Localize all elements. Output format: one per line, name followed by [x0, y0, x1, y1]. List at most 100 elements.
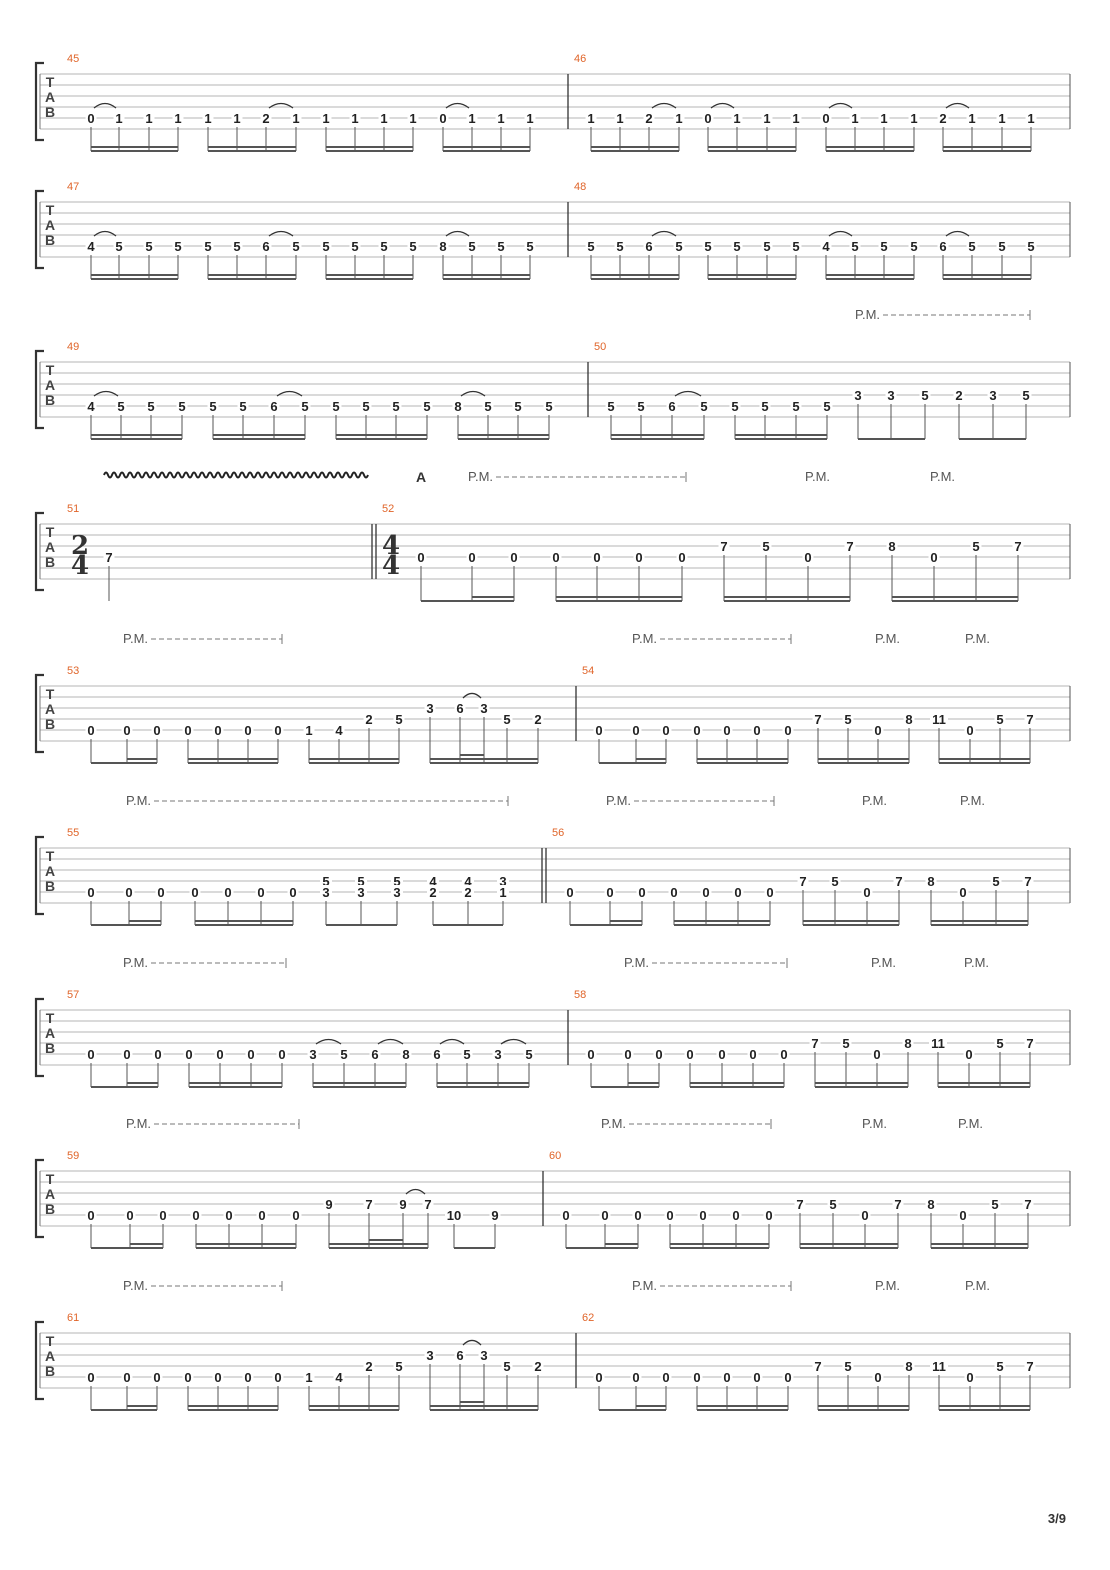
fret-mask	[820, 111, 832, 124]
fret-mask	[85, 885, 97, 898]
fret-mask	[691, 1370, 703, 1383]
fret-mask	[673, 111, 685, 124]
fret-number: 5	[844, 712, 851, 727]
fret-number: 7	[1024, 874, 1031, 889]
fret-number: 7	[799, 874, 806, 889]
palm-mute-label: P.M.	[965, 1278, 990, 1293]
fret-number: 5	[844, 1359, 851, 1374]
fret-mask	[721, 723, 733, 736]
fret-number: 5	[463, 1047, 470, 1062]
fret-mask	[478, 701, 490, 714]
fret-mask	[462, 874, 474, 887]
fret-number: 5	[792, 239, 799, 254]
fret-mask	[809, 1036, 821, 1049]
fret-number: 2	[534, 1359, 541, 1374]
fret-mask	[782, 723, 794, 736]
fret-mask	[152, 1047, 164, 1060]
fret-mask	[176, 399, 188, 412]
fret-mask	[85, 1370, 97, 1383]
fret-mask	[872, 723, 884, 736]
fret-number: 7	[720, 539, 727, 554]
tab-clef-letter: B	[45, 716, 55, 732]
fret-mask	[989, 1197, 1001, 1210]
fret-number: 5	[392, 399, 399, 414]
measure-number: 55	[67, 827, 79, 839]
fret-mask	[393, 712, 405, 725]
tie-arc	[500, 1038, 527, 1045]
fret-number: 5	[423, 399, 430, 414]
fret-number: 5	[998, 239, 1005, 254]
fret-number: 6	[270, 399, 277, 414]
tab-clef-letter: T	[46, 1010, 55, 1026]
tie-arc	[268, 230, 294, 237]
fret-mask	[937, 111, 949, 124]
fret-mask	[996, 239, 1008, 252]
fret-mask	[790, 399, 802, 412]
fret-mask	[1025, 239, 1037, 252]
fret-number: 7	[1026, 1036, 1033, 1051]
fret-number: 5	[233, 239, 240, 254]
fret-mask	[1012, 539, 1024, 552]
fret-mask	[849, 111, 861, 124]
fret-number: 5	[704, 239, 711, 254]
fret-mask	[751, 723, 763, 736]
fret-mask	[1020, 388, 1032, 401]
fret-number: 5	[174, 239, 181, 254]
fret-number: 9	[325, 1197, 332, 1212]
tie-arc	[268, 102, 294, 109]
fret-mask	[730, 1208, 742, 1221]
fret-mask	[121, 1370, 133, 1383]
fret-mask	[495, 239, 507, 252]
fret-mask	[242, 723, 254, 736]
fret-mask	[908, 111, 920, 124]
measure-number: 47	[67, 181, 79, 193]
system-bracket	[34, 835, 44, 916]
fret-mask	[431, 1047, 443, 1060]
fret-mask	[355, 874, 367, 887]
fret-number: 7	[846, 539, 853, 554]
fret-mask	[363, 1359, 375, 1372]
fret-mask	[605, 399, 617, 412]
fret-mask	[861, 885, 873, 898]
fret-mask	[532, 712, 544, 725]
fret-mask	[360, 399, 372, 412]
tie-arc	[945, 230, 970, 237]
section-marker: A	[416, 469, 426, 485]
fret-number: 7	[1026, 712, 1033, 727]
fret-number: 0	[468, 550, 475, 565]
fret-mask	[320, 885, 332, 898]
fret-number: 5	[763, 239, 770, 254]
palm-mute-label: P.M.	[930, 469, 955, 484]
measure-number: 50	[594, 341, 606, 353]
fret-number: 1	[409, 111, 416, 126]
fret-number: 11	[932, 712, 946, 727]
fret-number: 5	[910, 239, 917, 254]
palm-mute-label: P.M.	[126, 793, 151, 808]
fret-number: 5	[637, 399, 644, 414]
fret-number: 2	[955, 388, 962, 403]
fret-number: 0	[635, 550, 642, 565]
fret-number: 1	[351, 111, 358, 126]
fret-mask	[827, 1197, 839, 1210]
palm-mute-label: P.M.	[126, 1116, 151, 1131]
fret-number: 0	[766, 885, 773, 900]
fret-mask	[489, 1208, 501, 1221]
fret-mask	[614, 111, 626, 124]
fret-number: 0	[274, 723, 281, 738]
fret-mask	[684, 1047, 696, 1060]
palm-mute-label: P.M.	[468, 469, 493, 484]
fret-number: 0	[153, 723, 160, 738]
fret-number: 0	[784, 1370, 791, 1385]
fret-mask	[970, 539, 982, 552]
fret-number: 8	[402, 1047, 409, 1062]
fret-number: 10	[447, 1208, 461, 1223]
tie-arc	[445, 102, 470, 109]
fret-number: 0	[87, 723, 94, 738]
fret-mask	[903, 712, 915, 725]
fret-mask	[930, 712, 948, 725]
tab-clef-letter: T	[46, 686, 55, 702]
palm-mute-label: P.M.	[855, 307, 880, 322]
fret-mask	[731, 111, 743, 124]
fret-mask	[585, 1047, 597, 1060]
